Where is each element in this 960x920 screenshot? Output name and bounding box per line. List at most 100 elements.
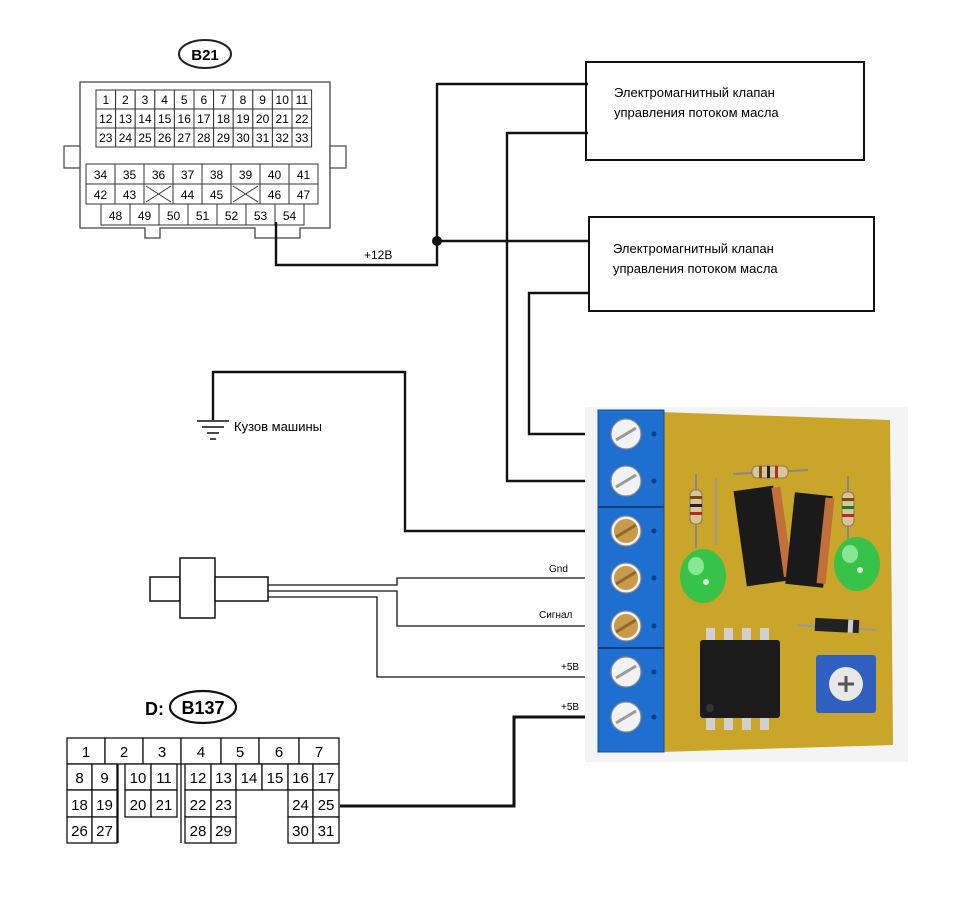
b21-pin-number: 20 — [256, 112, 270, 126]
b137-pin-8: 8 — [66, 763, 93, 791]
b21-pin-49: 49 — [129, 203, 160, 226]
terminal-screws — [610, 418, 657, 733]
b21-pin-number: 33 — [295, 131, 309, 145]
b21-pin-number: 40 — [268, 168, 282, 182]
b137-pin-number: 2 — [120, 744, 128, 761]
b21-pin-number: 11 — [296, 93, 309, 107]
b137-pin-25: 25 — [312, 789, 340, 818]
b21-pin-number: 39 — [239, 168, 253, 182]
b21-pin-number: 4 — [161, 93, 168, 107]
b21-pin-51: 51 — [187, 203, 218, 226]
b21-pin-42: 42 — [85, 183, 116, 205]
b21-pin-54: 54 — [274, 203, 305, 226]
b21-pin-number: 25 — [138, 131, 152, 145]
b21-pin-number: 50 — [167, 209, 181, 223]
b21-pin-43: 43 — [114, 183, 145, 205]
signal-label: Сигнал — [539, 610, 573, 621]
b21-pin-number: 1 — [102, 93, 109, 107]
resistor-top — [732, 465, 809, 479]
terminal-screw-4 — [610, 562, 657, 594]
b21-pin-number: 42 — [94, 188, 108, 202]
b21-pin-number: 15 — [158, 112, 172, 126]
b21-pin-47: 47 — [288, 183, 319, 205]
b21-pin-16: 16 — [173, 108, 195, 129]
diode-icon — [797, 617, 877, 634]
b21-pin-12: 12 — [95, 108, 117, 129]
b137-pin-number: 15 — [267, 770, 284, 787]
b21-pin-2: 2 — [115, 89, 136, 110]
b137-pin-18: 18 — [66, 789, 93, 818]
b137-pin-number: 8 — [75, 770, 83, 787]
connector-b137-prefix: D: — [145, 699, 164, 719]
b21-pin-15: 15 — [154, 108, 175, 129]
b21-pin-number: 9 — [259, 93, 266, 107]
connector-b137-label: B137 — [181, 698, 224, 718]
b21-pin-number: 46 — [268, 188, 282, 202]
b21-pin-number: 48 — [109, 209, 123, 223]
b137-pin-24: 24 — [287, 789, 314, 818]
transistor-left — [733, 485, 793, 587]
b21-pin-number: 29 — [217, 131, 231, 145]
b21-pin-36: 36 — [143, 163, 174, 185]
b137-pin-number: 24 — [292, 797, 309, 814]
b137-pin-15: 15 — [261, 763, 289, 791]
b21-pin-number: 6 — [200, 93, 207, 107]
b21-pin-22: 22 — [291, 108, 313, 129]
b21-pin-number: 14 — [138, 112, 152, 126]
b137-pin-3: 3 — [142, 737, 182, 765]
b21-pin-17: 17 — [193, 108, 215, 129]
b21-pin-40: 40 — [259, 163, 290, 185]
b137-pin-number: 17 — [318, 770, 335, 787]
trimmer-potentiometer-icon — [816, 655, 876, 713]
b21-pin-number: 5 — [181, 93, 188, 107]
valve-2-label-line1: Электромагнитный клапан — [613, 241, 774, 256]
b21-pin-18: 18 — [213, 108, 234, 129]
b21-pin-number: 37 — [181, 168, 195, 182]
wire-valve2-to-terminal1 — [527, 291, 612, 436]
b21-pin-27: 27 — [173, 127, 195, 148]
b21-pin-38: 38 — [201, 163, 232, 185]
b21-pin-21: 21 — [271, 108, 293, 129]
b21-pin-32: 32 — [271, 127, 293, 148]
b21-pin-19: 19 — [232, 108, 254, 129]
b21-pin-number: 43 — [123, 188, 137, 202]
wire-b137-25-to-terminal7 — [340, 715, 612, 808]
gnd-label: Gnd — [549, 564, 568, 575]
wire-gnd — [268, 577, 612, 586]
b21-pin-number: 19 — [236, 112, 250, 126]
wire-valve1-to-terminal2 — [505, 131, 612, 483]
b21-pin-number: 28 — [197, 131, 211, 145]
b21-pin-number: 31 — [256, 131, 270, 145]
b21-pin-number: 18 — [217, 112, 231, 126]
b21-pin-number: 24 — [119, 131, 133, 145]
b21-pin-number: 44 — [181, 188, 195, 202]
b21-pin-20: 20 — [252, 108, 273, 129]
wire-signal — [268, 590, 612, 627]
b21-pin-23: 23 — [95, 127, 117, 148]
b137-pin-number: 26 — [71, 823, 88, 840]
b137-pin-number: 28 — [190, 823, 207, 840]
b21-pin-39: 39 — [230, 163, 261, 185]
ground-label: Кузов машины — [234, 419, 322, 434]
b21-pin-number: 12 — [99, 112, 113, 126]
b21-pin-6: 6 — [193, 89, 215, 110]
b137-pin-number: 10 — [130, 770, 147, 787]
b137-pin-number: 29 — [215, 823, 232, 840]
b21-pin-blank — [230, 183, 261, 205]
b21-pin-5: 5 — [173, 89, 195, 110]
b137-pin-23: 23 — [210, 789, 237, 818]
b137-pin-29: 29 — [210, 816, 237, 844]
b21-pin-number: 10 — [276, 93, 290, 107]
b21-pin-number: 35 — [123, 168, 137, 182]
b137-pin-number: 7 — [315, 744, 323, 761]
b21-pin-1: 1 — [95, 89, 117, 110]
b137-pin-9: 9 — [91, 763, 118, 791]
b137-pin-21: 21 — [150, 789, 178, 818]
sensor-icon — [149, 557, 269, 619]
b21-pin-26: 26 — [154, 127, 175, 148]
b21-pin-41: 41 — [288, 163, 319, 185]
b137-pin-number: 4 — [197, 744, 205, 761]
connector-b137-label-oval — [168, 689, 238, 725]
b21-pin-28: 28 — [193, 127, 215, 148]
b21-pin-4: 4 — [154, 89, 175, 110]
